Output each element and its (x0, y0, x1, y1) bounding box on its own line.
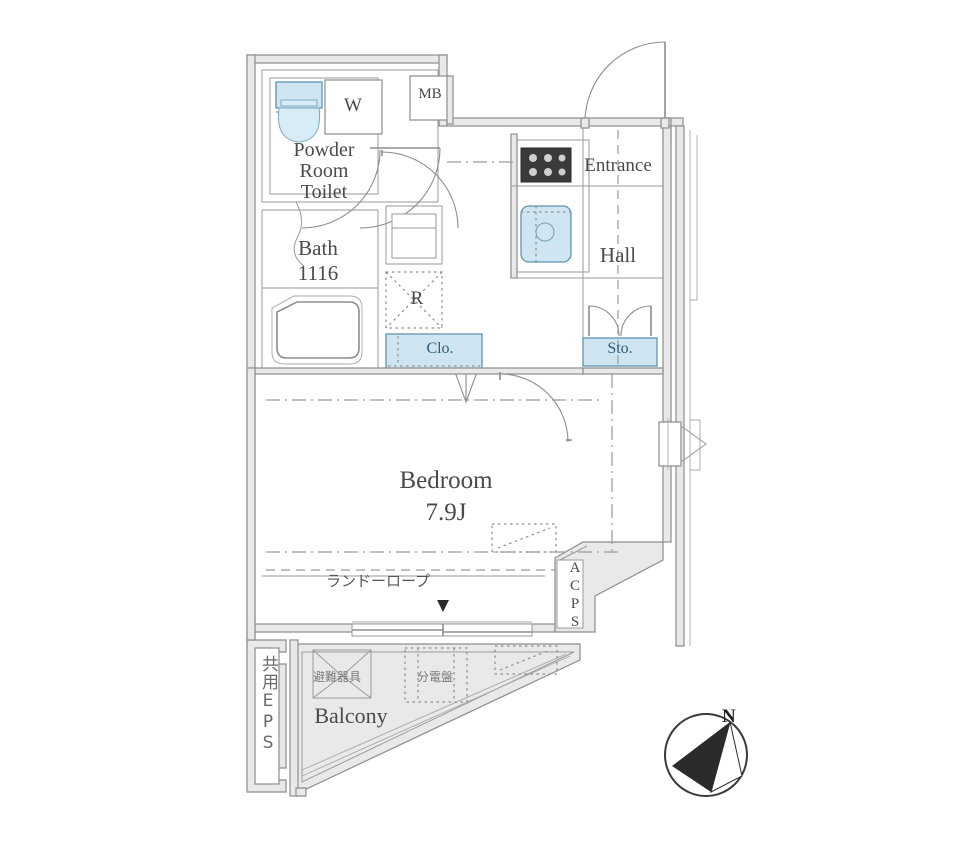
meter-box-shape (409, 75, 454, 125)
entrance-door (580, 41, 670, 129)
laundry-pipe-arrow (437, 600, 449, 612)
bath-label: Bath 1116 (297, 236, 339, 285)
meter-box-label: MB (418, 86, 442, 102)
distribution-board-label: 分電盤 (416, 670, 454, 684)
closet-shape (385, 333, 483, 404)
bedroom-guides (262, 374, 620, 577)
bedroom-left-wall (246, 367, 256, 641)
bath-block (261, 209, 379, 369)
acps-label: ACPS (567, 560, 583, 632)
bath-door-swing (293, 201, 305, 267)
balcony-area (289, 639, 581, 797)
washing-machine-label: W (344, 95, 362, 116)
powder-room-block (261, 69, 439, 203)
shared-eps-label: 共用EPS (258, 655, 278, 754)
balcony-sliding-door (351, 621, 533, 637)
powder-room-swing-arc (359, 147, 441, 229)
closet-label: Clo. (426, 340, 454, 357)
compass-north-label: N (722, 706, 736, 727)
storage-label: Sto. (607, 340, 633, 357)
kitchen-wall (510, 133, 518, 279)
refrigerator-label: R (410, 288, 424, 309)
refrigerator-shape (385, 271, 443, 329)
powder-room-label: Powder Room Toilet (293, 139, 355, 203)
entrance-label: Entrance (584, 155, 652, 176)
shared-eps-area (246, 639, 287, 793)
balcony-label: Balcony (314, 703, 388, 728)
storage-shape (582, 305, 658, 367)
bedroom-window (658, 418, 707, 470)
kitchen-column (385, 205, 443, 265)
bedroom-label: Bedroom 7.9J (399, 467, 493, 526)
escape-hatch-label: 避難器具 (312, 670, 362, 684)
bedroom-door (499, 372, 572, 443)
hall-area (511, 126, 663, 368)
kitchen-block (516, 139, 590, 273)
compass-rose (664, 713, 748, 797)
hall-label: Hall (599, 243, 637, 267)
laundry-pipe-label: ランドーロープ (325, 572, 431, 590)
